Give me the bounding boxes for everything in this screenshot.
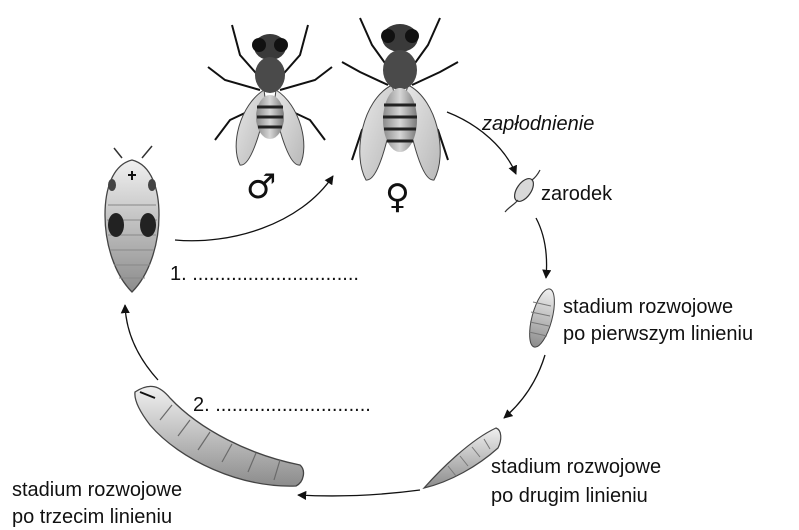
arrow-stage1-to-stage2 — [504, 355, 545, 418]
stage1-line2: po pierwszym linieniu — [563, 322, 753, 346]
fertilization-label: zapłodnienie — [482, 112, 594, 136]
embryo-label: zarodek — [541, 182, 612, 206]
pupa-icon — [105, 146, 159, 292]
arrow-stage3-to-pupa — [125, 305, 158, 380]
female-symbol: ♀ — [385, 180, 410, 214]
larva-1-icon — [525, 286, 560, 349]
male-symbol: ♂ — [246, 170, 276, 204]
stage2-line1: stadium rozwojowe — [491, 455, 661, 479]
stage1-line1: stadium rozwojowe — [563, 295, 733, 319]
blank-answer-1: 1. .............................. — [170, 262, 359, 286]
female-fly-icon — [342, 18, 458, 180]
male-fly-icon — [208, 25, 332, 165]
stage3-line2: po trzecim linieniu — [12, 505, 172, 529]
embryo-icon — [505, 170, 540, 212]
larva-2-icon — [424, 428, 501, 488]
stage3-line1: stadium rozwojowe — [12, 478, 182, 502]
arrow-stage2-to-stage3 — [298, 490, 420, 496]
stage2-line2: po drugim linieniu — [491, 484, 648, 508]
arrow-embryo-to-stage1 — [536, 218, 547, 278]
blank-answer-2: 2. ............................ — [193, 393, 371, 417]
